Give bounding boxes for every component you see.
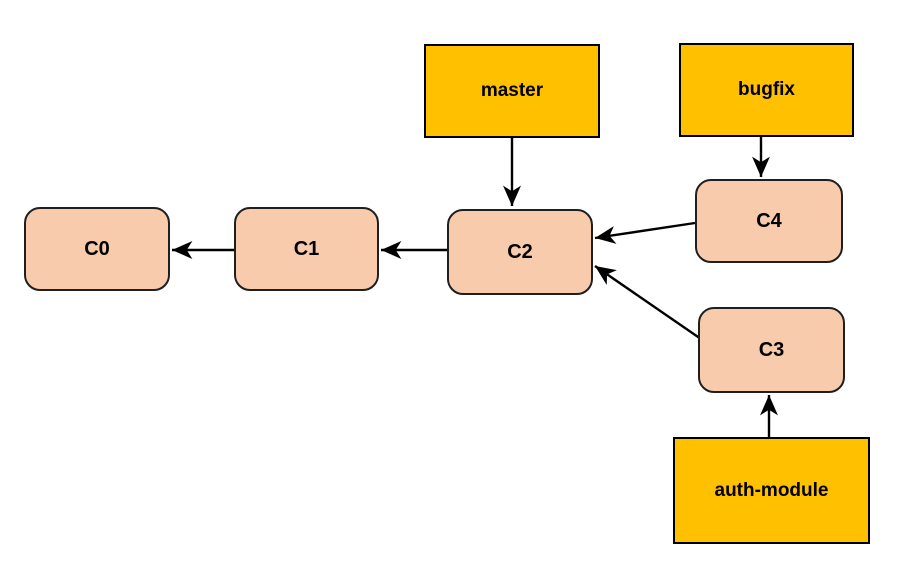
branch-label-bugfix: bugfix bbox=[738, 79, 795, 100]
commit-node-c2: C2 bbox=[447, 209, 593, 295]
commit-label-c3: C3 bbox=[758, 338, 785, 361]
edge-c3-to-c2 bbox=[594, 265, 702, 340]
commit-node-c4: C4 bbox=[695, 179, 843, 263]
commit-node-c1: C1 bbox=[234, 207, 379, 291]
branch-node-auth-module: auth-module bbox=[673, 437, 870, 544]
commit-label-c2: C2 bbox=[507, 240, 533, 263]
branch-label-master: master bbox=[480, 80, 544, 101]
branch-label-auth-module: auth-module bbox=[714, 479, 829, 501]
edge-c4-to-c2 bbox=[594, 221, 696, 244]
commit-label-c4: C4 bbox=[756, 209, 782, 232]
commit-node-c3: C3 bbox=[698, 307, 845, 393]
branch-node-master: master bbox=[424, 44, 600, 138]
commit-node-c0: C0 bbox=[24, 207, 170, 291]
commit-label-c0: C0 bbox=[84, 237, 110, 260]
branch-node-bugfix: bugfix bbox=[679, 43, 854, 137]
commit-label-c1: C1 bbox=[293, 237, 320, 260]
